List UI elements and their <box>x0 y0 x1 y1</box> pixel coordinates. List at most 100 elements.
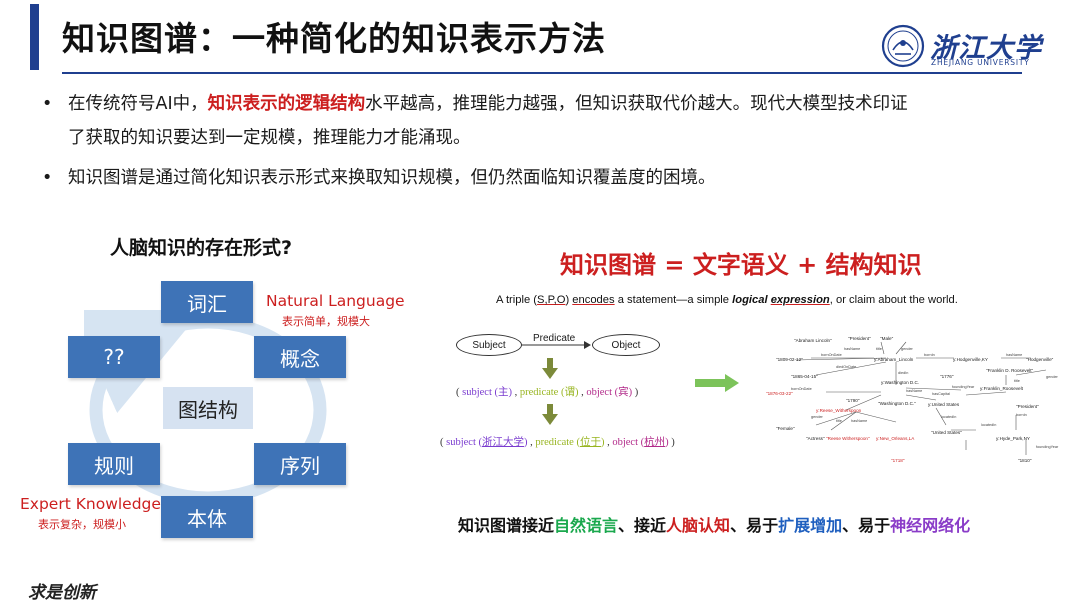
kg-node: "1809-02-12" <box>776 357 803 362</box>
triple-sep: , <box>512 387 520 398</box>
triple-sep: , <box>527 437 536 448</box>
triple-object-pre: object ( <box>612 437 645 448</box>
arrow-right-icon <box>695 374 739 392</box>
triple-example: ( subject (浙江大学) , predicate (位于) , obje… <box>440 434 675 449</box>
kg-node: "1865-04-15" <box>791 374 818 379</box>
triple-predicate-post: ) <box>600 437 605 448</box>
triple-open: ( <box>440 437 447 448</box>
box-graph-structure: 图结构 <box>163 387 253 429</box>
kg-node: y:Hyde_Park,NY <box>996 436 1030 441</box>
adv-text: 知识图谱接近 <box>458 516 555 535</box>
triple-subject: subject (浙江大学) <box>446 437 527 448</box>
kg-edge-label: hasName <box>1006 353 1022 357</box>
kg-edges <box>795 341 1047 455</box>
triple-predicate-pre: predicate ( <box>535 437 580 448</box>
triple-close: ) <box>632 387 639 398</box>
triple-predicate: predicate (谓) <box>519 387 579 398</box>
triple-desc-logical: logical <box>732 294 768 306</box>
triple-predicate: predicate (位于) <box>535 437 604 448</box>
triple-close: ) <box>668 437 675 448</box>
kg-node: y:Washington D.C. <box>881 380 919 385</box>
kg-edge-label: diedIn <box>898 371 908 375</box>
triple-desc-pre: A triple ( <box>496 294 538 306</box>
kg-edge-label: hasCapital <box>932 392 950 396</box>
kg-node: "1790" <box>846 398 860 403</box>
kg-advantages: 知识图谱接近自然语言、接近人脑认知、易于扩展增加、易于神经网络化 <box>458 512 970 536</box>
bullet-1-text-post: 水平越高，推理能力越强，但知识获取代价越大。现代大模型技术印证 <box>365 94 908 114</box>
triple-desc-encodes: encodes <box>572 294 615 306</box>
triple-generic: ( subject (主) , predicate (谓) , object (… <box>456 384 638 399</box>
kg-node: "1776" <box>940 374 954 379</box>
bullet-1-line-2: 了获取的知识要达到一定规模，推理能力才能涌现。 <box>68 128 471 148</box>
kg-node: y:Hodgenville,KY <box>953 357 988 362</box>
bullet-1-highlight: 知识表示的逻辑结构 <box>207 94 366 114</box>
kg-edge-label: foundingYear <box>1036 445 1059 449</box>
university-logo: 浙江大学 ZHEJIANG UNIVERSITY <box>881 22 1041 70</box>
bullet-dot: • <box>42 94 53 114</box>
title-divider <box>62 72 1022 74</box>
page-title: 知识图谱：一种简化的知识表示方法 <box>62 19 606 58</box>
kg-edge-label: locatedIn <box>941 415 956 419</box>
kg-node: "Reese Witherspoon" <box>826 436 870 441</box>
kg-edge-label: foundingYear <box>952 385 975 389</box>
triple-subject-post: ) <box>524 437 528 448</box>
box-rules: 规则 <box>68 443 160 485</box>
triple-desc-expression: expression <box>770 294 830 306</box>
bullet-1-text-pre: 在传统符号AI中， <box>68 94 208 114</box>
adv-extensible: 扩展增加 <box>778 516 843 535</box>
kg-node: "President" <box>1016 404 1039 409</box>
kg-node: y:Abraham_Lincoln <box>874 357 914 362</box>
kg-edge-label: diedOnDate <box>836 365 856 369</box>
arrow-down-icon <box>542 404 558 425</box>
kg-edge-label: hasName <box>844 347 860 351</box>
kg-edge-label: gender <box>901 347 914 351</box>
triple-subject-value: 浙江大学 <box>482 437 524 448</box>
kg-edge-label: bornOnDate <box>791 387 812 391</box>
kg-node: "1810" <box>1018 458 1032 463</box>
box-vocabulary: 词汇 <box>161 281 253 323</box>
adv-human-cognition: 人脑认知 <box>666 516 731 535</box>
kg-node: y:Reese_Witherspoon <box>816 408 862 413</box>
triple-object: object (宾) <box>586 387 633 398</box>
predicate-label: Predicate <box>533 333 576 344</box>
kg-node: y:Franklin_Roosevelt <box>980 386 1024 391</box>
kg-node: "President" <box>848 336 871 341</box>
brain-knowledge-question: 人脑知识的存在形式? <box>110 237 293 259</box>
kg-node: "Female" <box>776 426 795 431</box>
kg-node: "Washington D.C." <box>878 401 916 406</box>
adv-natural-language: 自然语言 <box>554 516 619 535</box>
adv-text: 、易于 <box>842 516 891 535</box>
box-ontology: 本体 <box>161 496 253 538</box>
triple-object-post: ) <box>665 437 669 448</box>
bullet-2-line-1: 知识图谱是通过简化知识表示形式来换取知识规模，但仍然面临知识覆盖度的困境。 <box>68 168 716 188</box>
adv-neural: 神经网络化 <box>890 516 971 535</box>
triple-predicate-value: 位于 <box>579 437 601 448</box>
knowledge-graph-example: "Abraham Lincoln" "President" "Male" "18… <box>766 336 1059 463</box>
natural-language-label: Natural Language <box>266 292 405 310</box>
logo-subtitle: ZHEJIANG UNIVERSITY <box>931 58 1030 67</box>
triple-open: ( <box>456 387 463 398</box>
kg-edge-label: title <box>1014 379 1020 383</box>
expert-knowledge-sub: 表示复杂，规模小 <box>38 518 126 531</box>
kg-node: "Male" <box>880 336 894 341</box>
kg-node: "United States" <box>931 430 962 435</box>
kg-edge-label: bornIn <box>924 353 935 357</box>
kg-edge-label: title <box>836 419 842 423</box>
adv-text: 、易于 <box>730 516 779 535</box>
kg-node: "1718" <box>891 458 905 463</box>
kg-edge-label: bornOnDate <box>821 353 842 357</box>
kg-edge-label: gender <box>811 415 824 419</box>
kg-edge-label: bornIn <box>1016 413 1027 417</box>
kg-node: "Abraham Lincoln" <box>794 338 832 343</box>
bullet-dot: • <box>42 168 53 188</box>
kg-edge-label: gender <box>1046 375 1059 379</box>
title-accent-bar <box>30 4 39 70</box>
triple-object-value: 杭州 <box>644 437 666 448</box>
logo-text: 浙江大学 <box>930 33 1042 64</box>
kg-edge-label: locatedIn <box>981 423 996 427</box>
subject-node: Subject <box>456 334 522 356</box>
triple-description: A triple (S,P,O) encodes a statement—a s… <box>496 294 958 306</box>
triple-sep: , <box>578 387 587 398</box>
box-sequence: 序列 <box>254 443 346 485</box>
triple-subject: subject (主) <box>462 387 512 398</box>
